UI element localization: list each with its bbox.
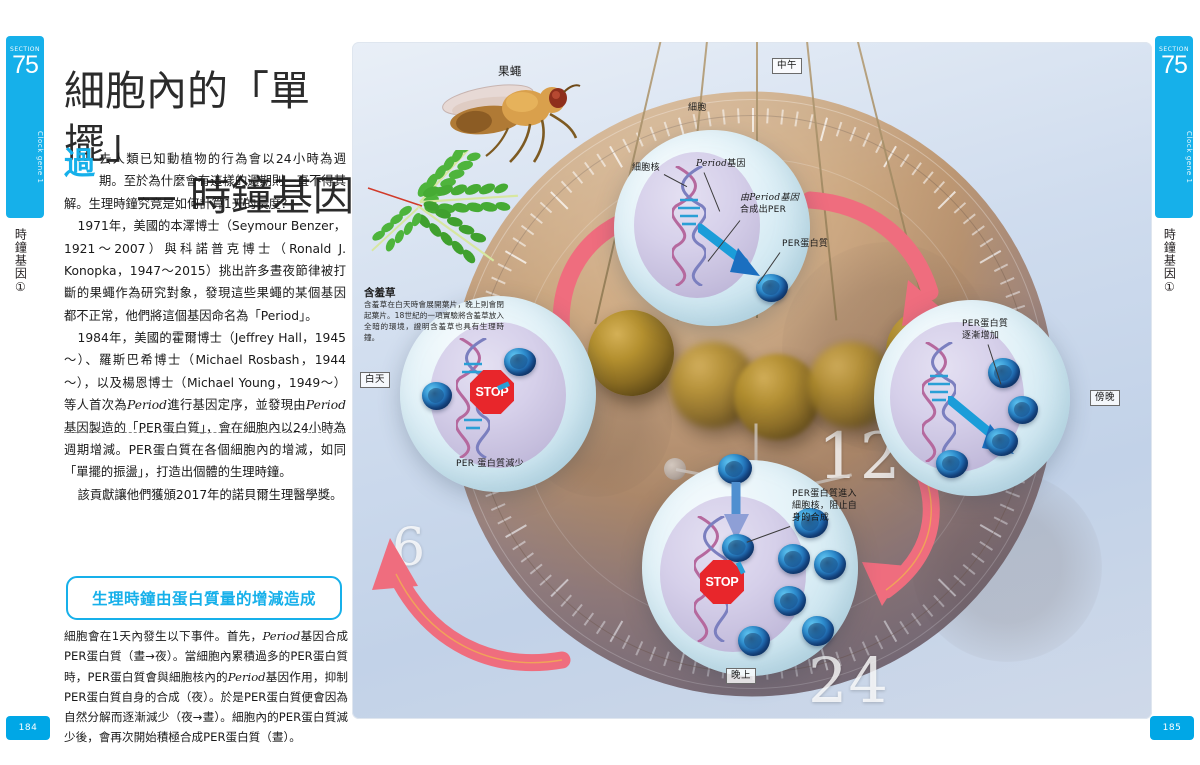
stop-sign-night: STOP xyxy=(700,560,744,604)
cell-noon xyxy=(614,130,810,326)
synthesis-note-line2: 合成出PER xyxy=(740,205,787,216)
dna-helix-evening xyxy=(922,342,956,462)
evening-note-line1: PER蛋白質 xyxy=(962,319,1009,329)
article-body: 過去人類已知動植物的行為會以24小時為週期。至於為什麼會有這樣的週期則一直不得其… xyxy=(64,148,346,506)
time-label-night: 晚上 xyxy=(726,668,757,684)
night-note-line1: PER蛋白質進入 xyxy=(792,489,857,499)
callout-heading: 生理時鐘由蛋白質量的增減造成 xyxy=(91,590,316,608)
cell-daytime: STOP xyxy=(400,296,596,492)
page-number-right: 185 xyxy=(1150,716,1194,740)
subtext-a: 細胞會在1天內發生以下事件。首先， xyxy=(64,629,263,643)
per-protein-night-6 xyxy=(738,626,770,656)
section-number-right: 75 xyxy=(1161,51,1188,79)
per-protein-night-4 xyxy=(774,586,806,616)
illustration-panel: 12 6 24 xyxy=(352,42,1152,719)
gene-label-italic: Period xyxy=(696,159,728,169)
fruit-fly-illustration xyxy=(430,70,590,180)
night-note-line2: 細胞核，阻止自 xyxy=(792,501,858,512)
section-vertical-title-right: 時鐘基因① xyxy=(1162,228,1177,295)
pendulum-pivot-small xyxy=(664,458,686,480)
section-number-left: 75 xyxy=(12,51,39,79)
daytime-note: PER 蛋白質減少 xyxy=(456,459,524,469)
synthesis-note-line1: 由Period基因 xyxy=(740,193,800,203)
synthesis-note-noon: 由Period基因 合成出PER xyxy=(740,192,838,216)
nucleus-label-noon: 細胞核 xyxy=(632,163,660,173)
plant-caption-body: 含羞草在白天時會展開葉片，晚上則會閉起葉片。18世紀的一項實驗將含羞草放入全暗的… xyxy=(364,300,504,342)
lead-paragraph-4: 該貢獻讓他們獲頒2017年的諾貝爾生理醫學獎。 xyxy=(77,487,343,502)
section-tab-left: SECTION 75 Clock gene 1 xyxy=(6,36,44,218)
cycle-arrow-night-to-daytime xyxy=(372,512,572,677)
per-protein-night-2 xyxy=(778,544,810,574)
per-protein-in-nucleus xyxy=(722,534,754,562)
evening-note-line2: 逐漸增加 xyxy=(962,331,1000,342)
synthesis-arrow-noon xyxy=(698,222,768,284)
nucleus-noon xyxy=(634,152,760,298)
page-title: 細胞內的「單擺」 — 時鐘基因 xyxy=(64,65,354,222)
lead-paragraph-1: 過去人類已知動植物的行為會以24小時為週期。至於為什麼會有這樣的週期則一直不得其… xyxy=(64,148,346,215)
subtext-paragraph: 細胞會在1天內發生以下事件。首先，Period基因合成PER蛋白質（晝→夜）。當… xyxy=(64,626,348,748)
per-protein-evening-3 xyxy=(986,428,1018,456)
dna-helix-noon xyxy=(672,166,706,286)
title-line-2: — 時鐘基因 xyxy=(135,172,354,221)
per-protein-evening-2 xyxy=(1008,396,1038,424)
subtext-b: 基因合成PER蛋白質（晝→夜）。當細胞內累積過多的PER蛋白質時，PER蛋白質會… xyxy=(64,629,348,684)
mimosa-plant-illustration xyxy=(362,150,532,280)
per-protein-evening-4 xyxy=(936,450,968,478)
callout-body: 細胞會在1天內發生以下事件。首先，Period基因合成PER蛋白質（晝→夜）。當… xyxy=(64,626,348,748)
per-protein-entering-nucleus xyxy=(718,454,752,484)
drop-cap: 過 xyxy=(64,146,95,182)
dashed-divider xyxy=(64,432,346,433)
section-word-left: SECTION xyxy=(10,46,40,53)
plant-caption-title: 含羞草 xyxy=(364,287,396,299)
time-label-daytime: 白天 xyxy=(360,372,391,388)
night-note-line3: 身的合成 xyxy=(792,513,830,524)
section-english-right: Clock gene 1 xyxy=(1185,130,1193,184)
lead-p1-text: 去人類已知動植物的行為會以24小時為週期。至於為什麼會有這樣的週期則一直不得其解… xyxy=(64,152,346,211)
lead-paragraph-2: 1971年，美國的本澤博士（Seymour Benzer，1921～2007）與… xyxy=(64,219,346,323)
gene-name-period-1: Period xyxy=(126,398,168,413)
section-vertical-title-left: 時鐘基因① xyxy=(13,228,28,295)
cell-evening xyxy=(874,300,1070,496)
section-tab-right: SECTION 75 Clock gene 1 xyxy=(1155,36,1193,218)
per-protein-night-3 xyxy=(814,550,846,580)
section-english-left: Clock gene 1 xyxy=(36,130,44,184)
lead-p3-a: 1984年，美國的霍爾博士（Jeffrey Hall，1945～）、羅斯巴希博士… xyxy=(64,331,346,413)
fly-label: 果蠅 xyxy=(498,64,522,78)
time-label-evening: 傍晚 xyxy=(1090,390,1121,406)
gene-name-period-3: Period xyxy=(262,629,301,643)
nuclear-import-arrow xyxy=(722,482,752,544)
gene-name-period-4: Period xyxy=(227,669,266,684)
gene-label-suffix: 基因 xyxy=(727,159,746,169)
gene-name-period-2: Period xyxy=(305,398,346,413)
pendulum-ball-left xyxy=(588,310,674,396)
protein-label-noon: PER蛋白質 xyxy=(782,239,829,249)
lead-paragraph-3: 1984年，美國的霍爾博士（Jeffrey Hall，1945～）、羅斯巴希博士… xyxy=(64,327,346,484)
cell-night: STOP xyxy=(642,454,858,676)
page-number-left: 184 xyxy=(6,716,50,740)
night-note: PER蛋白質進入 細胞核，阻止自 身的合成 xyxy=(792,488,880,524)
dna-helix-daytime xyxy=(456,338,490,458)
cell-label-top: 細胞 xyxy=(688,103,707,113)
per-protein-daytime-1 xyxy=(504,348,536,376)
pendulum-ball-center xyxy=(734,354,820,440)
title-line-1: 細胞內的「單擺」 xyxy=(64,67,310,168)
stop-sign-daytime: STOP xyxy=(470,370,514,414)
stop-sign-text-night: STOP xyxy=(705,575,739,589)
lead-p3-b: 進行基因定序，並發現由 xyxy=(167,398,306,413)
gene-label-noon: Period基因 xyxy=(696,158,746,170)
section-word-right: SECTION xyxy=(1159,46,1189,53)
evening-note: PER蛋白質 逐漸增加 xyxy=(962,318,1044,342)
lead-p3-c: 基因製造的「PER蛋白質」，會在細胞內以24小時為週期增減。PER蛋白質在各個細… xyxy=(64,420,346,480)
dial-numeral-24: 24 xyxy=(808,644,889,717)
per-protein-night-1 xyxy=(794,508,828,538)
per-protein-daytime-2 xyxy=(422,382,452,410)
time-label-noon: 中午 xyxy=(772,58,803,74)
per-protein-night-5 xyxy=(802,616,834,646)
subtext-c: 基因作用，抑制PER蛋白質自身的合成（夜）。於是PER蛋白質便會因為自然分解而逐… xyxy=(64,669,348,745)
callout-box: 生理時鐘由蛋白質量的增減造成 xyxy=(66,576,342,620)
